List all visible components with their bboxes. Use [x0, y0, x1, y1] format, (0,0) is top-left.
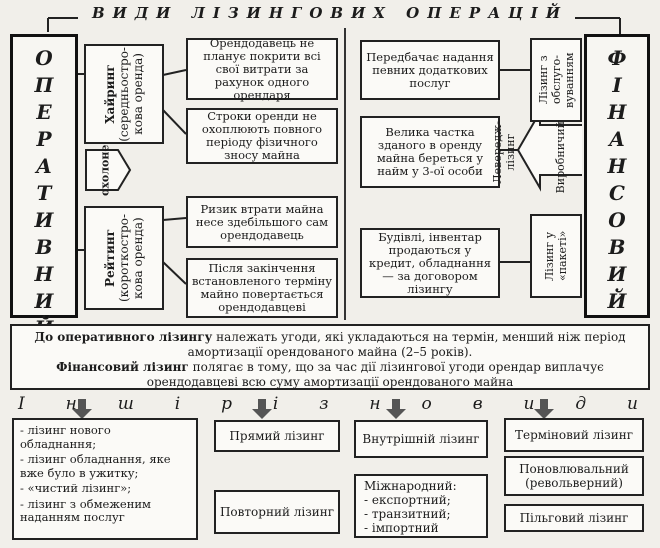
other-types-letter: и	[627, 394, 638, 414]
operational-letter: А	[35, 154, 53, 178]
op-note-4: Після закінчення встановленого терміну м…	[186, 258, 338, 318]
fin-note-1: Передбачає надання певних додаткових пос…	[360, 40, 500, 100]
financial-letter: І	[612, 73, 622, 97]
hiring-sub: (середньостро-кова оренда)	[117, 46, 145, 142]
financial-letter: Ф	[607, 46, 627, 70]
production-lease-box: Виробничий	[540, 121, 580, 193]
lease-list-item: - лізинг нового обладнання;	[20, 423, 111, 451]
package-lease-box: Лізинг у «пакеті»	[530, 214, 582, 298]
financial-letter: Й	[607, 289, 627, 313]
definitions-box: До оперативного лізингу належать угоди, …	[10, 324, 650, 390]
financial-letter: И	[607, 262, 627, 286]
internal-lease-box: Внутрішній лізинг	[354, 420, 488, 458]
international-title: Міжнародний:	[364, 479, 457, 493]
financial-letter: В	[608, 235, 626, 259]
operational-letter: П	[34, 73, 54, 97]
lease-list-item: - «чистий лізинг»;	[20, 481, 132, 495]
preferential-lease-box: Пільговий лізинг	[504, 504, 644, 532]
other-types-letter: р	[221, 394, 232, 414]
op-definition-text: належать угоди, які укладаються на термі…	[187, 330, 626, 359]
service-lease-label: Лізинг з обслуго-вуванням	[536, 52, 576, 108]
international-lease-box: Міжнародний: - експортний;- транзитний;-…	[354, 474, 488, 538]
cool-label: охолоне	[98, 144, 112, 196]
leveraged-lease-label: Левередж-лізинг	[491, 120, 517, 184]
repeat-lease-box: Повторний лізинг	[214, 490, 340, 534]
other-types-letter: з	[319, 394, 329, 414]
production-lease-label: Виробничий	[553, 120, 567, 194]
hiring-box: Хайринг (середньостро-кова оренда)	[84, 44, 164, 144]
rating-label: Рейтинг	[103, 228, 117, 288]
operational-letter: Т	[36, 181, 52, 205]
fin-note-2: Велика частка зданого в оренду майна бер…	[360, 116, 500, 188]
op-note-2: Строки оренди не охоплюють повного періо…	[186, 108, 338, 164]
other-types-letter: д	[575, 394, 587, 414]
operational-box: ОПЕРАТИВНИЙ	[10, 34, 78, 340]
rating-box: Рейтинг (короткостро-кова оренда)	[84, 206, 164, 310]
other-types-letter: ш	[117, 394, 134, 414]
package-lease-label: Лізинг у «пакеті»	[543, 230, 569, 282]
lease-list-item: - лізинг з обмеженим наданням послуг	[20, 496, 151, 524]
operational-letter: Н	[34, 262, 54, 286]
other-types-letter: н	[369, 394, 381, 414]
other-types-letter: і	[272, 394, 279, 414]
lease-list-item: - лізинг обладнання, яке вже було в ужит…	[20, 452, 171, 480]
rating-sub: (короткостро-кова оренда)	[117, 214, 145, 302]
term-lease-box: Терміновий лізинг	[504, 418, 644, 452]
international-item: - імпортний	[364, 521, 439, 535]
other-types-letter: в	[472, 394, 483, 414]
op-definition-term: До оперативного лізингу	[34, 330, 213, 344]
financial-letter: О	[608, 208, 626, 232]
renewable-lease-box: Поновлювальний (револьверний)	[504, 456, 644, 496]
fin-definition-text: полягає в тому, що за час дії лізингової…	[146, 360, 604, 389]
other-types-letter: о	[421, 394, 432, 414]
hiring-label: Хайринг	[103, 64, 117, 124]
direct-lease-box: Прямий лізинг	[214, 420, 340, 452]
fin-definition-term: Фінансовий лізинг	[56, 360, 189, 374]
financial-letter: А	[608, 127, 626, 151]
op-note-1: Орендодавець не планує покрити всі свої …	[186, 36, 338, 101]
financial-letter: С	[609, 181, 625, 205]
international-item: - транзитний;	[364, 507, 451, 521]
operational-label: ОПЕРАТИВНИЙ	[13, 45, 75, 342]
fin-note-3: Будівлі, інвентар продаються у кредит, о…	[360, 228, 500, 298]
operational-letter: Е	[36, 100, 52, 124]
operational-letter: Р	[36, 127, 52, 151]
financial-letter: Н	[607, 100, 627, 124]
operational-letter: В	[35, 235, 53, 259]
lease-list-box: - лізинг нового обладнання;- лізинг обла…	[12, 418, 198, 540]
operational-letter: О	[35, 46, 53, 70]
service-lease-box: Лізинг з обслуго-вуванням	[530, 38, 582, 122]
leveraged-lease-box: Левередж-лізинг	[484, 121, 524, 184]
financial-letter: Н	[607, 154, 627, 178]
international-item: - експортний;	[364, 493, 451, 507]
other-types-letter: н	[65, 394, 77, 414]
other-types-letter: и	[523, 394, 535, 414]
operational-letter: И	[34, 289, 54, 313]
diagram-title: ВИДИ ЛІЗИНГОВИХ ОПЕРАЦІЙ	[91, 4, 568, 22]
operational-letter: И	[34, 208, 54, 232]
other-types-letter: І	[18, 394, 25, 414]
other-types-letter: і	[174, 394, 181, 414]
op-note-3: Ризик втрати майна несе здебільшого сам …	[186, 196, 338, 248]
